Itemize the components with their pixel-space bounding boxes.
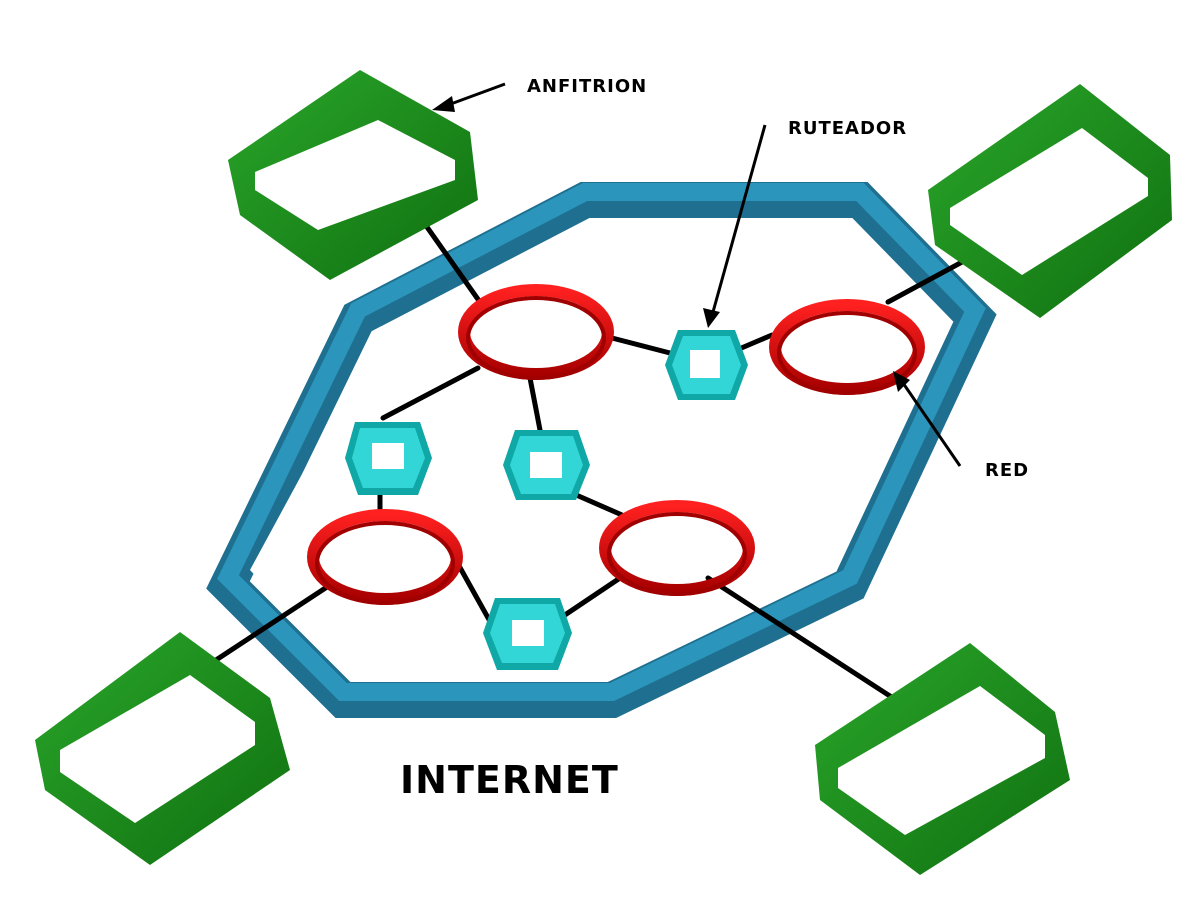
router-middle bbox=[503, 430, 590, 500]
network-label: RED bbox=[985, 460, 1030, 481]
host-bottom-right bbox=[815, 643, 1070, 875]
router-bottom bbox=[483, 598, 572, 670]
link-host-bottomright bbox=[705, 575, 896, 701]
link-host-bottomleft bbox=[210, 582, 333, 665]
arrow-router bbox=[711, 124, 767, 313]
arrow-network bbox=[901, 382, 962, 467]
internet-label: INTERNET bbox=[400, 758, 619, 802]
network-bottom-left bbox=[307, 509, 463, 605]
network-bottom-right bbox=[599, 500, 755, 596]
link-net1-router-left bbox=[380, 365, 481, 421]
arrow-host-head bbox=[432, 96, 455, 112]
arrow-host bbox=[447, 82, 506, 107]
link-net1-router-mid bbox=[527, 375, 543, 433]
host-top-right bbox=[928, 84, 1172, 318]
host-bottom-left bbox=[35, 632, 290, 865]
link-net1-router-top bbox=[609, 335, 673, 356]
arrow-router-head bbox=[703, 308, 720, 328]
router-label: RUTEADOR bbox=[788, 118, 908, 139]
network-top-left bbox=[458, 284, 614, 380]
router-left bbox=[345, 422, 432, 495]
router-top bbox=[665, 330, 748, 400]
annotation-arrows bbox=[432, 82, 962, 467]
host-top-left bbox=[228, 70, 478, 280]
host-label: ANFITRION bbox=[527, 76, 648, 97]
arrow-network-head bbox=[893, 371, 910, 392]
internet-boundary bbox=[206, 182, 997, 718]
network-top-right bbox=[769, 299, 925, 395]
